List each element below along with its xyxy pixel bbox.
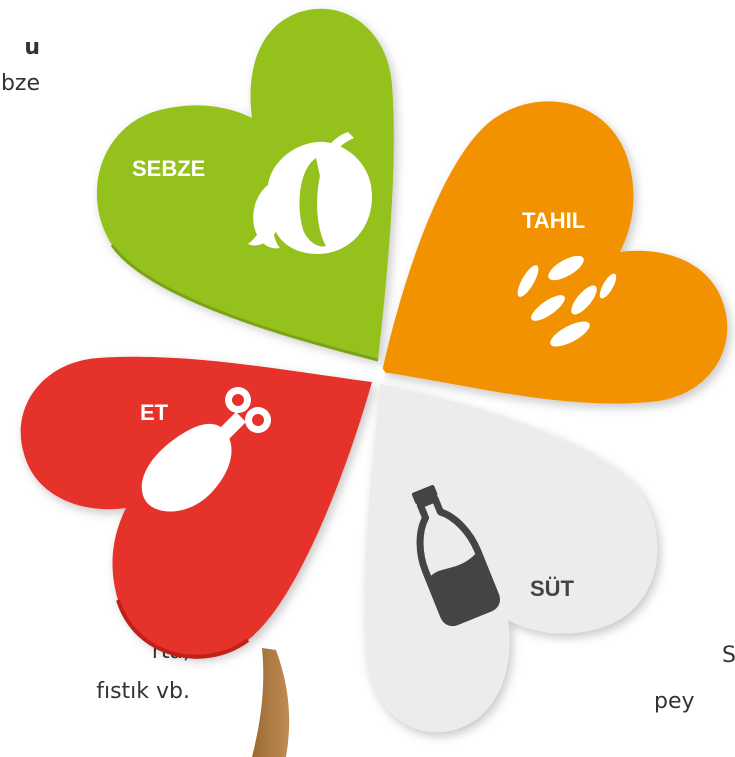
leaf-et (20, 356, 372, 657)
leaf-label-sebze: SEBZE (132, 156, 205, 181)
pumpkin-icon (248, 132, 372, 254)
bottom-right-text-line-2: pey (654, 689, 695, 714)
grain-icon (517, 255, 617, 347)
leaf-label-sut: SÜT (530, 576, 575, 601)
leaf-label-tahil: TAHIL (522, 208, 585, 233)
leaf-sut (364, 384, 658, 733)
top-left-text-line-1: u (24, 35, 40, 60)
bottom-right-text-line-1: S (722, 643, 735, 668)
milk-bottle-icon (411, 485, 500, 627)
leaf-label-et: ET (140, 400, 169, 425)
bottom-left-text-line-3: fıstık vb. (96, 679, 190, 704)
drumstick-icon (141, 387, 271, 512)
clover-stem (252, 648, 290, 757)
top-left-text-line-2: bze (0, 71, 40, 96)
leaf-sebze (96, 8, 394, 360)
leaf-tahil (382, 101, 728, 404)
